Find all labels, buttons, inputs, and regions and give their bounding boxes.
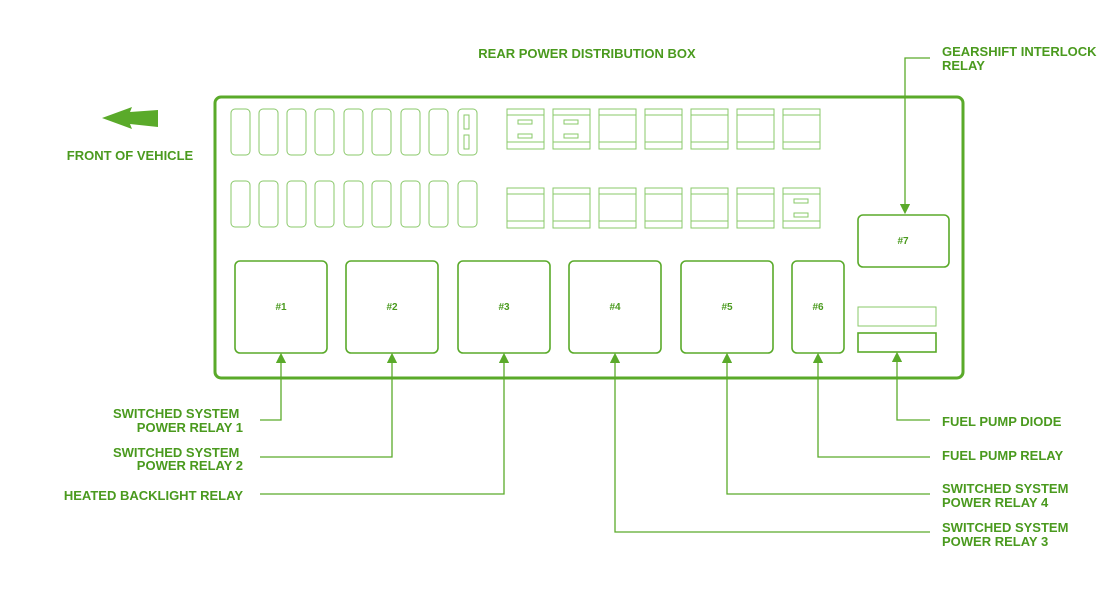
relay-2-id: #2 [386,302,398,313]
mini-relay-pin [563,133,579,139]
mini-relay-pin [517,133,533,139]
relay-4: #4 [568,260,662,354]
mini-relay-block [690,187,729,229]
mini-relay-block [552,108,591,150]
mini-relay-pin [793,212,809,218]
fuse-slots [230,108,478,228]
mini-relay-block [506,187,545,229]
fuse-slot [343,180,364,228]
mini-relay-block [644,108,683,150]
label-relay-5: SWITCHED SYSTEM POWER RELAY 4 [942,481,1072,510]
fuse-slot [258,108,279,156]
fuse-slot [428,108,449,156]
mini-relay-block [736,108,775,150]
diode-slot-upper [857,306,937,327]
label-relay-3: HEATED BACKLIGHT RELAY [64,488,243,503]
fuse-slot [457,180,478,228]
mini-relay-block [782,187,821,229]
relay-2: #2 [345,260,439,354]
mini-relay-block [552,187,591,229]
leader-relay-7 [899,57,930,215]
relay-3-id: #3 [498,302,510,313]
fuse-slot [314,108,335,156]
label-diode: FUEL PUMP DIODE [942,414,1062,429]
fuse-slot-mark [463,114,470,130]
fuse-slot [230,180,251,228]
diagram-title: REAR POWER DISTRIBUTION BOX [478,46,696,61]
relay-1-id: #1 [275,302,287,313]
fuse-slot [428,180,449,228]
leader-relay-5 [721,352,930,495]
label-relay-4: SWITCHED SYSTEM POWER RELAY 3 [942,520,1072,549]
fuse-slot-mark [463,134,470,150]
relay-7: #7 [857,214,950,268]
label-relay-6: FUEL PUMP RELAY [942,448,1063,463]
mini-relay-pin [517,119,533,125]
mini-relay-blocks [506,108,821,229]
mini-relay-block [782,108,821,150]
mini-relay-pin [563,119,579,125]
mini-relay-block [690,108,729,150]
fuse-slot [371,108,392,156]
leader-relay-4 [609,352,930,533]
relay-6: #6 [791,260,845,354]
label-relay-7: GEARSHIFT INTERLOCK RELAY [942,44,1100,73]
leader-relay-6 [812,352,930,458]
relay-3: #3 [457,260,551,354]
fuse-slot [286,108,307,156]
relay-7-id: #7 [897,236,909,247]
mini-relay-block [598,108,637,150]
fuse-slot [314,180,335,228]
relay-4-id: #4 [609,302,621,313]
relay-6-id: #6 [812,302,824,313]
fuse-slot [400,180,421,228]
fuse-slot [371,180,392,228]
fuse-slot [230,108,251,156]
front-of-vehicle-label: FRONT OF VEHICLE [67,148,194,163]
mini-relay-block [736,187,775,229]
relay-5-id: #5 [721,302,733,313]
fuel-pump-diode [857,332,937,353]
fuse-slot [457,108,478,156]
leader-relay-1 [260,352,287,421]
leader-diode [891,351,930,421]
mini-relay-pin [793,198,809,204]
fuse-slot [258,180,279,228]
relay-5: #5 [680,260,774,354]
mini-relay-block [644,187,683,229]
mini-relay-block [506,108,545,150]
fuse-slot [343,108,364,156]
relay-1: #1 [234,260,328,354]
leader-relay-3 [260,352,510,495]
label-relay-1: SWITCHED SYSTEM POWER RELAY 1 [113,406,243,435]
distribution-box-outline [213,95,965,380]
mini-relay-block [598,187,637,229]
front-arrow-icon [102,107,158,129]
fuse-slot [400,108,421,156]
label-relay-2: SWITCHED SYSTEM POWER RELAY 2 [113,445,243,473]
leader-relay-2 [260,352,398,458]
fuse-slot [286,180,307,228]
